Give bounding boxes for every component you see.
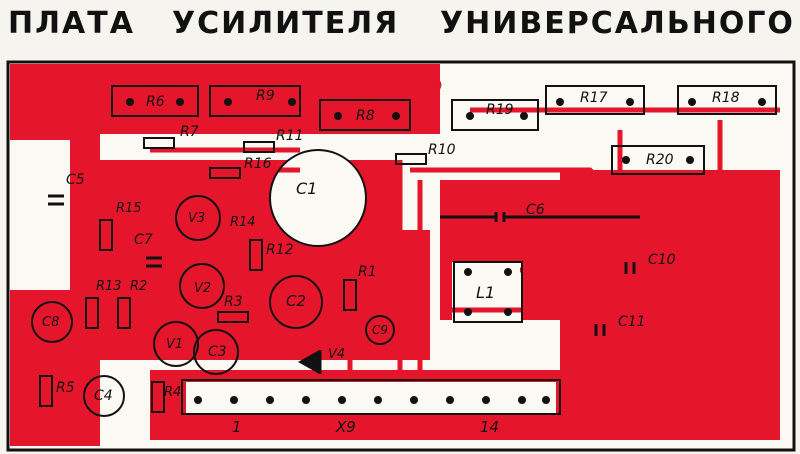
label-c8: C8: [42, 315, 59, 330]
label-l1: L1: [476, 283, 495, 302]
label-v3: V3: [188, 211, 205, 226]
board-code: МГ7.102.750: [338, 77, 442, 96]
component-outlines: [31, 85, 777, 417]
label-c3: C3: [208, 344, 227, 360]
label-r15: R15: [116, 201, 142, 216]
label-v4: V4: [328, 347, 345, 362]
diode-v4: [297, 350, 322, 374]
label-v2: V2: [194, 281, 211, 296]
label-r6: R6: [146, 94, 165, 110]
capacitor-symbols: [48, 194, 640, 336]
label-r17: R17: [580, 90, 608, 106]
traces: [150, 107, 780, 380]
title-word-3: УНИВЕРСАЛЬНОГО: [440, 6, 795, 41]
label-r5: R5: [56, 380, 75, 396]
label-r16: R16: [244, 156, 272, 172]
label-c2: C2: [286, 292, 306, 310]
label-r19: R19: [486, 102, 514, 118]
label-r3: R3: [224, 294, 243, 310]
label-c4: C4: [94, 388, 113, 404]
connector-pin-first: 1: [232, 418, 242, 436]
pads: [126, 98, 766, 404]
title-word-2: УСИЛИТЕЛЯ: [172, 6, 400, 41]
label-r11: R11: [276, 128, 304, 144]
label-r9: R9: [256, 88, 275, 104]
label-c7: C7: [134, 232, 153, 248]
label-r13: R13: [96, 279, 122, 294]
label-r14: R14: [230, 215, 256, 230]
label-v1: V1: [166, 337, 183, 352]
label-c6: C6: [526, 202, 545, 218]
label-r12: R12: [266, 242, 294, 258]
label-c1: C1: [296, 179, 317, 198]
label-r7: R7: [180, 124, 199, 140]
label-c5: C5: [66, 172, 85, 188]
label-c9: C9: [372, 323, 388, 337]
label-c11: C11: [618, 314, 646, 330]
label-r4: R4: [164, 385, 181, 400]
label-r2: R2: [130, 279, 147, 294]
connector-label: X9: [335, 418, 356, 436]
label-r20: R20: [646, 152, 674, 168]
connector-pin-last: 14: [480, 418, 499, 436]
label-r1: R1: [358, 264, 377, 280]
label-r18: R18: [712, 90, 740, 106]
label-r10: R10: [428, 142, 456, 158]
page-title: ПЛАТА УСИЛИТЕЛЯ УНИВЕРСАЛЬНОГО: [0, 2, 800, 46]
title-word-1: ПЛАТА: [8, 6, 135, 41]
label-r8: R8: [356, 108, 375, 124]
label-c10: C10: [648, 252, 676, 268]
